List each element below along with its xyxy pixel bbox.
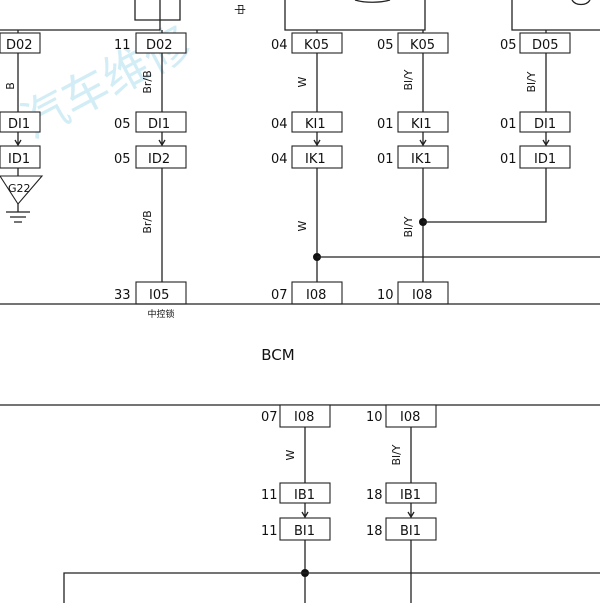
pin-number: 04 bbox=[271, 152, 288, 167]
connector-label: I08 bbox=[400, 410, 420, 425]
connector-label: D05 bbox=[532, 38, 559, 53]
ground-lines bbox=[6, 204, 30, 223]
connector-c1-top bbox=[0, 32, 41, 54]
wire-color-label: W bbox=[296, 220, 309, 231]
pin-number: 10 bbox=[366, 410, 383, 425]
wire-color-label: Bl/Y bbox=[402, 216, 415, 237]
pin-number: 18 bbox=[366, 524, 383, 539]
connector-c5-mid bbox=[519, 111, 571, 133]
connector-c1-bot bbox=[0, 145, 41, 169]
wire-color-label: Br/B bbox=[141, 210, 154, 233]
connector-c1-mid bbox=[0, 111, 41, 133]
top-fragment-label: 中 bbox=[233, 4, 246, 15]
wire-color-label: Bl/Y bbox=[525, 71, 538, 92]
pin-number: 05 bbox=[377, 38, 394, 53]
connector-label: IB1 bbox=[294, 488, 315, 503]
connector-label: IK1 bbox=[305, 152, 326, 167]
wire-color-label: Bl/Y bbox=[390, 444, 403, 465]
connector-label: KI1 bbox=[305, 117, 326, 132]
connector-label: DI1 bbox=[8, 117, 30, 132]
connector-label: ID1 bbox=[8, 152, 30, 167]
connector-label: IB1 bbox=[400, 488, 421, 503]
connector-label: BI1 bbox=[400, 524, 421, 539]
component-outline-mid-circle bbox=[354, 0, 391, 3]
pin-number: 18 bbox=[366, 488, 383, 503]
connector-label: ID2 bbox=[148, 152, 170, 167]
pin-number: 04 bbox=[271, 38, 288, 53]
pin-number: 05 bbox=[114, 117, 131, 132]
connector-c5-bot bbox=[519, 145, 571, 169]
wire-color-label: W bbox=[296, 76, 309, 87]
connector-label: D02 bbox=[146, 38, 173, 53]
pin-number: 11 bbox=[261, 488, 278, 503]
ground-label: G22 bbox=[8, 182, 31, 195]
connector-label: K05 bbox=[410, 38, 435, 53]
pin-number: 01 bbox=[500, 117, 517, 132]
pin-number: 11 bbox=[261, 524, 278, 539]
pin-number: 05 bbox=[500, 38, 517, 53]
pin-number: 07 bbox=[271, 288, 288, 303]
wire-color-label: W bbox=[284, 449, 297, 460]
connector-label: D02 bbox=[6, 38, 33, 53]
connector-label: DI1 bbox=[534, 117, 556, 132]
connector-c2-top bbox=[135, 32, 187, 54]
connector-label: I08 bbox=[306, 288, 326, 303]
wire-lower-bus bbox=[63, 572, 600, 603]
wire-color-label: B bbox=[4, 82, 17, 90]
pin-number: 10 bbox=[377, 288, 394, 303]
pin-number: 11 bbox=[114, 38, 131, 53]
connector-label: K05 bbox=[304, 38, 329, 53]
wire-color-label: Br/B bbox=[141, 70, 154, 93]
pin-number: 05 bbox=[114, 152, 131, 167]
component-outline-right-circle bbox=[571, 0, 591, 6]
connector-c2-mid bbox=[135, 111, 187, 133]
pin-number: 07 bbox=[261, 410, 278, 425]
pin-number: 01 bbox=[377, 152, 394, 167]
wire-color-label: Bl/Y bbox=[402, 69, 415, 90]
pin-number: 04 bbox=[271, 117, 288, 132]
connector-label: I08 bbox=[294, 410, 314, 425]
ground-symbol bbox=[0, 175, 44, 205]
pin-number: 01 bbox=[500, 152, 517, 167]
connector-label: KI1 bbox=[411, 117, 432, 132]
connector-c5-top bbox=[519, 32, 571, 54]
bcm-module-label: BCM bbox=[261, 346, 294, 364]
component-outline-left bbox=[0, 0, 161, 31]
connector-label: DI1 bbox=[148, 117, 170, 132]
component-outline-right bbox=[511, 0, 600, 31]
connector-label: ID1 bbox=[534, 152, 556, 167]
connector-label: IK1 bbox=[411, 152, 432, 167]
connector-label: BI1 bbox=[294, 524, 315, 539]
component-outline-left-inner bbox=[134, 0, 181, 21]
pin-function-label: 中控锁 bbox=[147, 308, 174, 320]
connector-c2-bot bbox=[135, 145, 187, 169]
connector-label: I05 bbox=[149, 288, 169, 303]
wire-c5-to-splice bbox=[423, 168, 547, 223]
pin-number: 33 bbox=[114, 288, 131, 303]
connector-label: I08 bbox=[412, 288, 432, 303]
component-outline-mid bbox=[284, 0, 426, 31]
pin-number: 01 bbox=[377, 117, 394, 132]
